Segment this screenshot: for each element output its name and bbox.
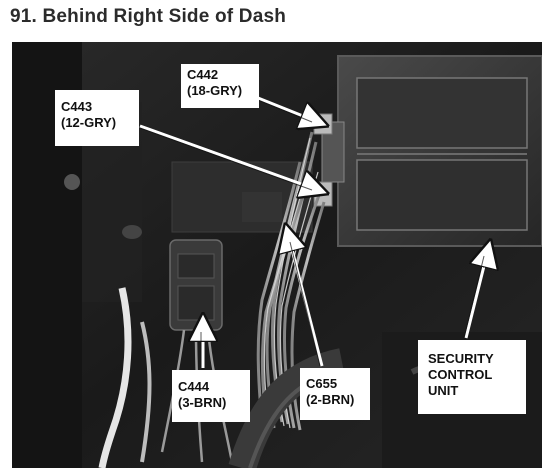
white-cable	[98, 287, 132, 468]
arrow-security-control-unit	[464, 250, 488, 339]
callout-c655-id: C655	[306, 376, 338, 391]
callout-c442: C442 (18-GRY)	[181, 64, 259, 108]
security-control-unit-box	[321, 55, 542, 247]
callout-c442-wire: (18-GRY)	[187, 83, 243, 98]
page-title: 91. Behind Right Side of Dash	[10, 6, 287, 27]
duct-tube	[228, 348, 346, 468]
callout-c444-wire: (3-BRN)	[178, 395, 227, 410]
callout-c444-id: C444	[178, 379, 210, 394]
callout-c444: C444 (3-BRN)	[172, 370, 250, 422]
arrow-c442	[257, 96, 318, 122]
callout-c442-id: C442	[187, 67, 219, 82]
leader-arrows	[139, 96, 488, 368]
callout-security-control-unit: SECURITY CONTROL UNIT	[418, 340, 526, 414]
callout-c443: C443 (12-GRY)	[55, 90, 139, 146]
callout-c443-id: C443	[61, 99, 93, 114]
arrow-c443	[139, 124, 318, 190]
callout-c443-wire: (12-GRY)	[61, 115, 117, 130]
connector-plug-upper	[313, 113, 333, 135]
callout-c655-wire: (2-BRN)	[306, 392, 355, 407]
c444-plug	[169, 239, 223, 331]
callout-scu-line2: CONTROL	[428, 367, 493, 382]
callout-c655: C655 (2-BRN)	[300, 368, 370, 420]
callout-scu-line1: SECURITY	[428, 351, 494, 366]
callout-scu-line3: UNIT	[428, 383, 459, 398]
